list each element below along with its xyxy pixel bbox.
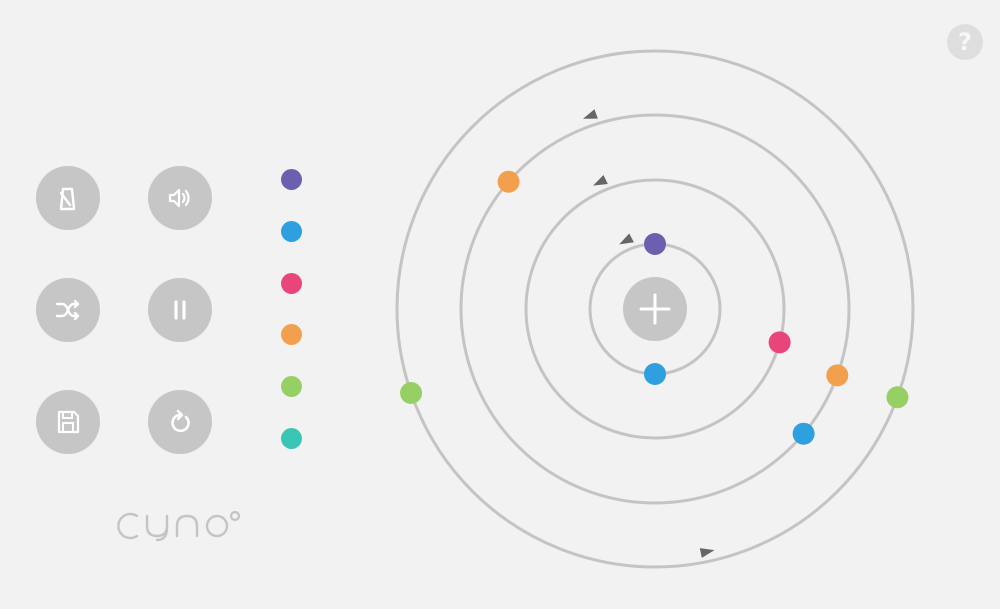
orbit-note[interactable] xyxy=(497,170,520,193)
cyno-logo xyxy=(115,506,245,547)
color-swatch-blue[interactable] xyxy=(281,221,302,242)
metronome-icon xyxy=(59,187,76,211)
color-swatch-orange[interactable] xyxy=(281,324,302,345)
floppy-disk-icon xyxy=(57,410,80,434)
pause-icon xyxy=(174,300,186,320)
orbit-note[interactable] xyxy=(792,422,815,445)
speaker-icon xyxy=(168,188,190,208)
reset-button[interactable] xyxy=(148,390,212,454)
metronome-button[interactable] xyxy=(36,166,100,230)
direction-arrow-icon xyxy=(699,548,715,558)
orbit-note[interactable] xyxy=(886,386,909,409)
direction-arrow-icon xyxy=(583,109,598,119)
color-swatch-purple[interactable] xyxy=(281,169,302,190)
color-swatch-pink[interactable] xyxy=(281,273,302,294)
orbit-ring[interactable] xyxy=(395,49,915,569)
volume-button[interactable] xyxy=(148,166,212,230)
orbit-note[interactable] xyxy=(400,381,423,404)
color-swatch-green[interactable] xyxy=(281,376,302,397)
color-swatch-teal[interactable] xyxy=(281,428,302,449)
shuffle-button[interactable] xyxy=(36,278,100,342)
pause-button[interactable] xyxy=(148,278,212,342)
orbit-note[interactable] xyxy=(826,364,849,387)
refresh-icon xyxy=(171,409,190,433)
orbit-note[interactable] xyxy=(644,233,666,255)
shuffle-icon xyxy=(55,299,80,321)
orbit-ring[interactable] xyxy=(459,113,851,505)
help-button[interactable]: ? xyxy=(947,24,983,60)
orbit-note[interactable] xyxy=(644,363,666,385)
add-orbit-button[interactable] xyxy=(623,277,687,341)
save-button[interactable] xyxy=(36,390,100,454)
orbit-note[interactable] xyxy=(768,331,791,354)
direction-arrow-icon xyxy=(593,175,608,186)
orbit-ring[interactable] xyxy=(524,178,786,440)
direction-arrow-icon xyxy=(619,233,634,245)
